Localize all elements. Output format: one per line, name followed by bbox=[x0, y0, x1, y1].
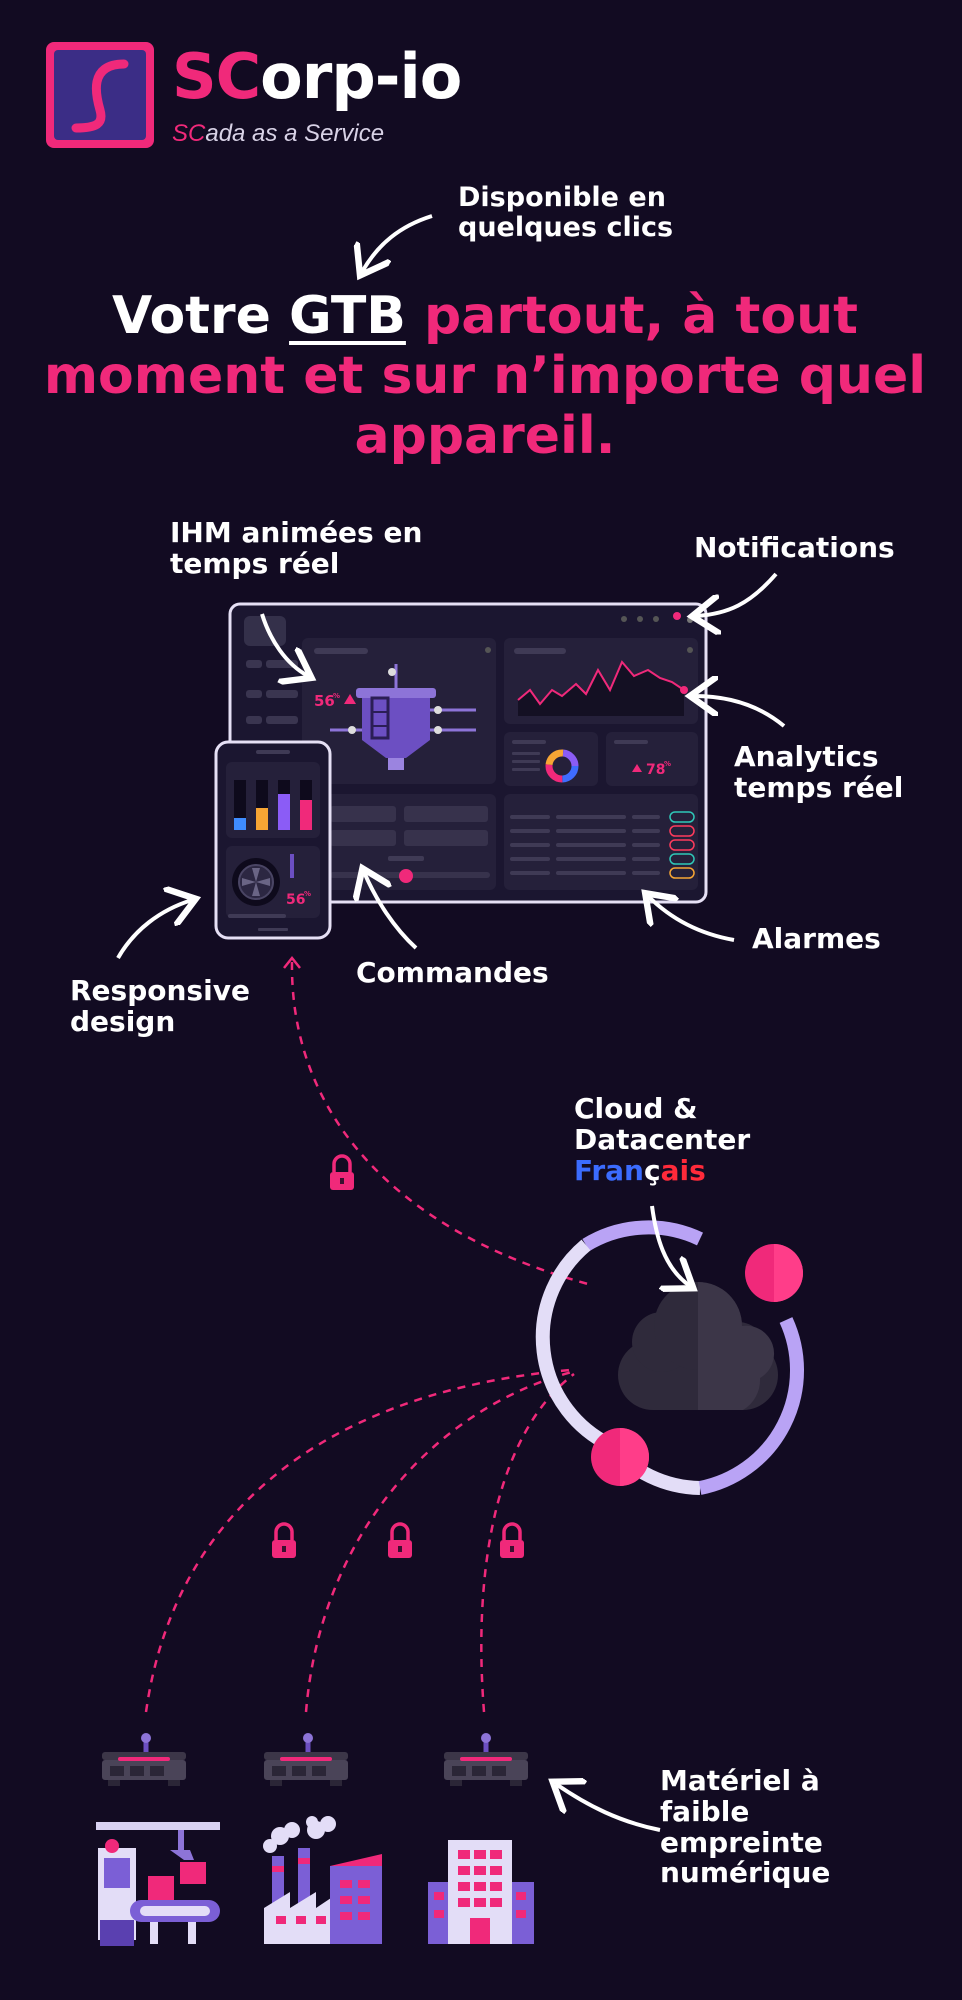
building-icon bbox=[428, 1840, 534, 1944]
headline-accent-2: moment et sur n’importe quel bbox=[43, 346, 927, 406]
fan-icon bbox=[232, 858, 280, 906]
lock-icon bbox=[272, 1522, 296, 1558]
lock-icon bbox=[330, 1154, 354, 1190]
callout-line-2: quelques clics bbox=[458, 211, 674, 243]
brand-name-rest: orp-io bbox=[260, 40, 462, 113]
feature-ihm-line-2: temps réel bbox=[170, 546, 340, 580]
cloud-label: Cloud & Datacenter Français bbox=[574, 1092, 751, 1187]
tank-unit: % bbox=[333, 692, 340, 700]
phone-value: 56 bbox=[286, 892, 305, 908]
alarm-list bbox=[510, 811, 695, 879]
headline-gtb: GTB bbox=[289, 286, 406, 346]
tank-icon bbox=[330, 664, 476, 770]
kpi-unit: % bbox=[664, 760, 671, 768]
router-icon bbox=[444, 1733, 528, 1786]
headline-accent-1: partout, à tout bbox=[405, 286, 858, 346]
phone-mockup: 56 % bbox=[214, 740, 332, 940]
brand-tagline: SCada as a Service bbox=[172, 120, 384, 148]
cloud-fr-red: ais bbox=[660, 1153, 706, 1187]
feature-responsive: Responsive design bbox=[70, 974, 250, 1038]
lock-icon bbox=[388, 1522, 412, 1558]
tank-value: 56 bbox=[314, 692, 335, 710]
hardware-line-4: numérique bbox=[660, 1856, 831, 1890]
slider-knob-icon bbox=[399, 869, 413, 883]
callout-line-1: Disponible en bbox=[458, 182, 666, 213]
feature-commandes: Commandes bbox=[356, 956, 549, 989]
donut-chart-icon bbox=[545, 749, 579, 783]
analytics-sparkline bbox=[518, 662, 684, 716]
hardware-line-2: faible bbox=[660, 1794, 750, 1828]
feature-alarmes: Alarmes bbox=[752, 922, 881, 955]
cloud-fr-blue: Fran bbox=[574, 1153, 644, 1187]
callout-arrow-icon bbox=[362, 214, 433, 272]
feature-analytics: Analytics temps réel bbox=[734, 740, 904, 804]
logo-icon bbox=[46, 42, 154, 148]
cloud-icon bbox=[535, 1220, 804, 1495]
cloud-line-3: Français bbox=[574, 1153, 750, 1187]
router-icon bbox=[102, 1733, 186, 1786]
lock-icon bbox=[500, 1522, 524, 1558]
feature-ihm: IHM animées en temps réel bbox=[170, 516, 423, 580]
callout-availability: Disponible en quelques clics bbox=[458, 183, 673, 242]
feature-notifications: Notifications bbox=[694, 531, 895, 564]
brand-name: SCorp-io bbox=[172, 46, 462, 108]
feature-ihm-line-1: IHM animées en bbox=[170, 516, 423, 549]
cloud-line-1: Cloud & bbox=[574, 1092, 698, 1125]
assembly-line-icon bbox=[96, 1822, 220, 1946]
hardware-line-1: Matériel à bbox=[660, 1764, 820, 1797]
headline: Votre GTB partout, à tout moment et sur … bbox=[40, 286, 930, 466]
feature-analytics-line-1: Analytics bbox=[734, 740, 879, 773]
feature-responsive-line-2: design bbox=[70, 1004, 176, 1038]
dashboard-mockup: 56 % 78 % bbox=[228, 602, 708, 904]
hardware-line-3: empreinte bbox=[660, 1825, 823, 1859]
cloud-fr-white: ç bbox=[643, 1153, 661, 1187]
tagline-rest: ada as a Service bbox=[205, 120, 385, 147]
feature-analytics-line-2: temps réel bbox=[734, 770, 904, 804]
factory-icon bbox=[263, 1816, 382, 1944]
router-icon bbox=[264, 1733, 348, 1786]
headline-accent-3: appareil. bbox=[354, 406, 616, 466]
brand-name-accent: SC bbox=[172, 40, 261, 113]
hardware-label: Matériel à faible empreinte numérique bbox=[660, 1764, 831, 1890]
tagline-accent: SC bbox=[172, 120, 206, 147]
feature-responsive-line-1: Responsive bbox=[70, 974, 250, 1007]
cloud-line-2: Datacenter bbox=[574, 1122, 751, 1156]
phone-unit: % bbox=[304, 890, 311, 898]
kpi-value: 78 bbox=[646, 762, 665, 778]
headline-prefix: Votre bbox=[112, 286, 290, 346]
